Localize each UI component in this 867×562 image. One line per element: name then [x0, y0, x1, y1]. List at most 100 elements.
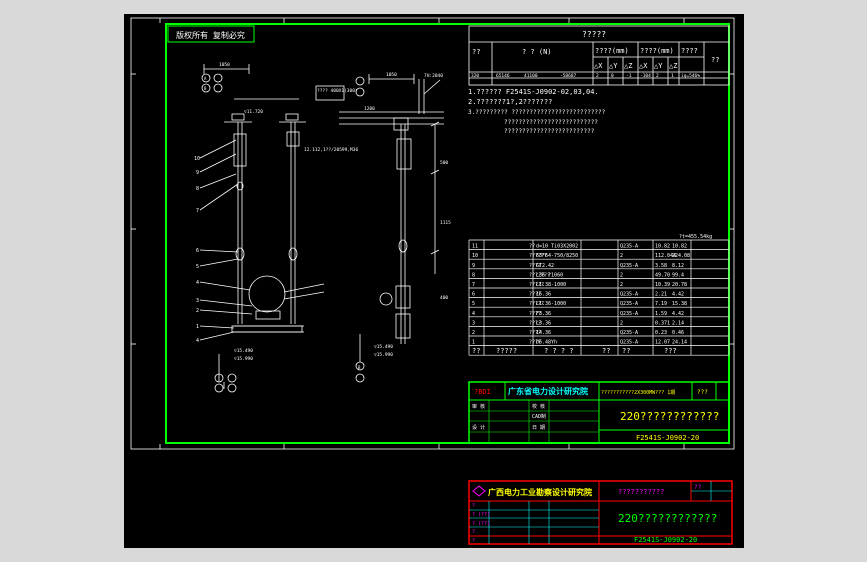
dim-6: 1115	[440, 220, 451, 226]
title-rows-2: ? ? (??) ? (??) ? ?	[472, 503, 490, 544]
parts-cell: L3.36	[536, 320, 551, 326]
hanger-note: 7H:2040	[424, 73, 443, 79]
row-cell: -58687	[560, 73, 577, 79]
project-name-2: ???????????	[618, 488, 664, 496]
svg-text:1: 1	[196, 324, 199, 330]
svg-text:8: 8	[196, 186, 199, 192]
title-row: ?	[472, 529, 475, 535]
svg-text:10: 10	[194, 156, 200, 162]
note-1: 1.?????? F2541S-J0902-02,03,04.	[468, 88, 599, 96]
parts-cell: 14.36	[536, 330, 551, 336]
grid-label: A	[204, 76, 207, 81]
outer-frame	[130, 17, 735, 450]
parts-cell: ???????	[529, 272, 550, 278]
parts-cell: Q235-A	[620, 292, 638, 298]
parts-cell: 6	[472, 292, 475, 298]
parts-cell: Q235-A	[620, 330, 638, 336]
parts-cell: Q235-A	[620, 263, 638, 269]
title-row: 日 期	[532, 425, 545, 431]
elev-2: 12.112,1??/20599,M36	[304, 147, 358, 153]
load-table-headers: ?? ? ? (N) ????(mm) ????(mm) ???? ?? △X …	[472, 47, 719, 70]
title-row: 设 计	[472, 424, 485, 431]
row-cell: 320	[471, 73, 479, 79]
elev-d: ▽15.990	[374, 352, 393, 358]
sub-header-4: △X	[639, 62, 648, 70]
parts-cell: ????	[529, 311, 541, 317]
grid-label: B	[358, 365, 361, 370]
parts-cell: 2	[472, 330, 475, 336]
parts-footer-cell: ? ? ? ?	[544, 347, 574, 355]
parts-cell: 4.42	[672, 311, 684, 317]
parts-cell: ????	[529, 320, 541, 326]
title-row: 审 核	[472, 403, 485, 410]
elev-1: ▽11.720	[244, 109, 263, 115]
parts-cell: 4	[472, 311, 475, 317]
parts-cell: L1.36-1000	[536, 301, 566, 307]
elevation-view-right	[315, 74, 444, 383]
parts-cell: 15.38	[672, 301, 687, 307]
parts-cell: F3.36	[536, 311, 551, 317]
col-header-6: ??	[711, 56, 719, 64]
svg-text:9: 9	[196, 170, 199, 176]
svg-text:7: 7	[196, 208, 199, 214]
title-row: ?	[472, 503, 475, 509]
parts-cell: ??????	[529, 253, 547, 259]
cad-drawing: 版权所有 复制必究 ????? ?? ? ? (N) ????(mm) ????…	[130, 17, 735, 545]
drawing-number-2: F2541S-J0902-20	[634, 536, 697, 544]
parts-cell: 2	[620, 272, 623, 278]
sub-header-5: △Y	[654, 62, 663, 70]
svg-text:3: 3	[196, 298, 199, 304]
parts-grid	[468, 239, 730, 356]
row-cell: 1	[671, 73, 674, 79]
parts-cell: 10.82	[672, 244, 687, 250]
parts-cell: 12.07	[655, 340, 670, 346]
load-table	[468, 25, 730, 86]
dim-2: 1050	[386, 72, 397, 78]
parts-cell: ????	[529, 340, 541, 346]
right-labels: 1050 7H:2040 ???? 400X1(300) 1200 500 11…	[317, 72, 451, 370]
parts-cell: ????	[529, 263, 541, 269]
institute-logo-icon	[472, 485, 486, 497]
svg-text:4: 4	[196, 280, 199, 286]
parts-cell: 3.58	[655, 263, 667, 269]
title-block-2	[468, 480, 733, 545]
note-4: ??????????????????????????	[504, 119, 598, 126]
row-cell: 0	[611, 73, 614, 79]
parts-cell: 2	[620, 253, 623, 259]
parts-cell: ????	[529, 292, 541, 298]
parts-cell: 49.70	[655, 272, 670, 278]
parts-cell: 0.46	[672, 330, 684, 336]
parts-cell: d=10 Ti03X2002	[536, 244, 578, 250]
svg-text:6: 6	[196, 248, 199, 254]
parts-cell: L36 ?1060	[536, 272, 563, 278]
parts-cell: 3	[472, 320, 475, 326]
parts-title: ?t=455.54kg	[679, 234, 712, 240]
parts-cell: 224.08	[672, 253, 690, 259]
institute-name-2: 广西电力工业勘察设计研究院	[488, 487, 592, 497]
dim-7: 400	[440, 295, 448, 301]
parts-cell: ????	[529, 330, 541, 336]
title-rows: 审 核 校 核 CAD制 设 计 日 期	[472, 403, 546, 431]
col-header-3: ????(mm)	[595, 47, 629, 55]
parts-cell: ?????	[529, 282, 544, 288]
elev-b: ▽15.990	[234, 356, 253, 362]
parts-cell: Q235-A	[620, 340, 638, 346]
parts-cell: 10	[472, 253, 478, 259]
parts-cell: 8	[472, 272, 475, 278]
svg-text:5: 5	[196, 264, 199, 270]
row-cell: 2	[656, 73, 659, 79]
parts-cell: 7	[472, 282, 475, 288]
parts-cell: L1.38-1000	[536, 282, 566, 288]
inner-frame	[165, 23, 730, 444]
dim-4: 1200	[364, 106, 375, 112]
title-row: ? (??)	[472, 521, 490, 527]
svg-text:4: 4	[196, 338, 199, 344]
title-row: 校 核	[532, 403, 545, 410]
parts-cell: 4.42	[672, 292, 684, 298]
title-row: ? (??)	[472, 512, 490, 518]
grid-label: B	[204, 86, 207, 91]
parts-cell: 2.21	[655, 292, 667, 298]
dim-5: 500	[440, 160, 448, 166]
code-label: ???	[697, 389, 708, 396]
